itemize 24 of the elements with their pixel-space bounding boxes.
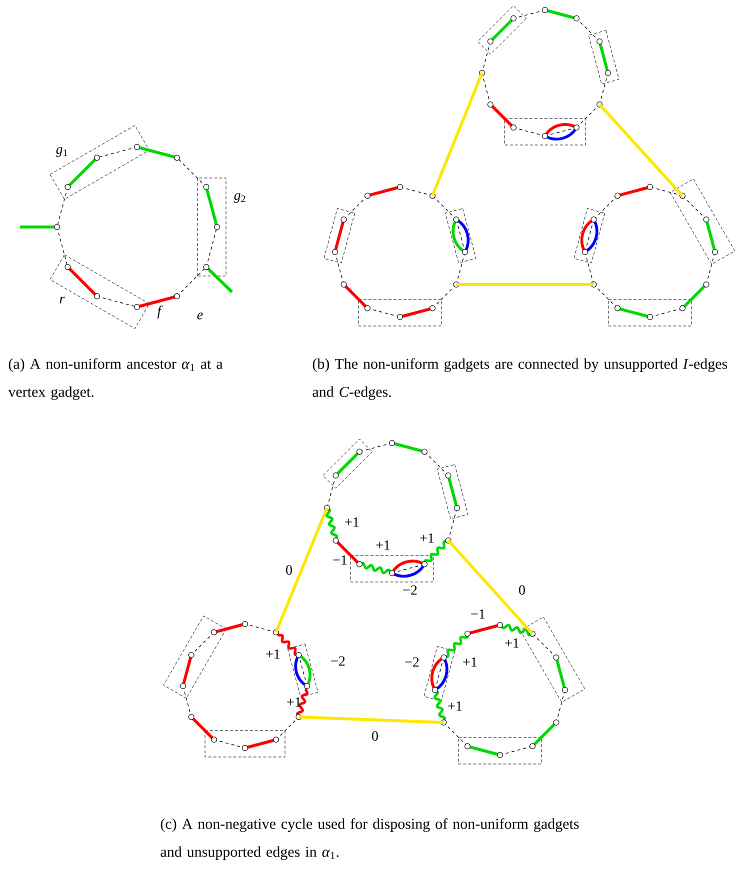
edge-weight: +1 xyxy=(287,697,301,707)
edge-weight: +1 xyxy=(505,638,519,648)
caption: (b) The non-uniform gadgets are connected by unsupported I-edges and C-edges. xyxy=(312,358,728,400)
edge-weight: 0 xyxy=(286,565,292,575)
edge-weight: −1 xyxy=(471,609,485,619)
edge-weight: +1 xyxy=(420,533,434,543)
math-label: e xyxy=(197,312,203,320)
edge-weight: −2 xyxy=(405,657,419,667)
math-label: g$_{1}$ xyxy=(56,147,68,157)
edge-weight: 0 xyxy=(372,731,378,741)
caption: (a) A non-uniform ancestor α$_{1}$ at a vertex gadget. xyxy=(8,358,223,400)
math-label: g$_{2}$ xyxy=(234,193,246,203)
edge-weight: −2 xyxy=(331,656,345,666)
edge-weight: 0 xyxy=(519,585,525,595)
edge-weight: +1 xyxy=(266,649,280,659)
math-label: r xyxy=(60,296,65,304)
edge-weight: +1 xyxy=(463,657,477,667)
edge-weight: +1 xyxy=(345,517,359,527)
edge-weight: −1 xyxy=(333,555,347,565)
edge-weight: −2 xyxy=(403,585,417,595)
math-label: f xyxy=(157,306,163,318)
caption: (c) A non-negative cycle used for disposing of non-uniform gadgets and unsupported edges in α$_{1}$. xyxy=(160,818,579,860)
edge-weight: +1 xyxy=(448,701,462,711)
edge-weight: +1 xyxy=(376,540,390,550)
